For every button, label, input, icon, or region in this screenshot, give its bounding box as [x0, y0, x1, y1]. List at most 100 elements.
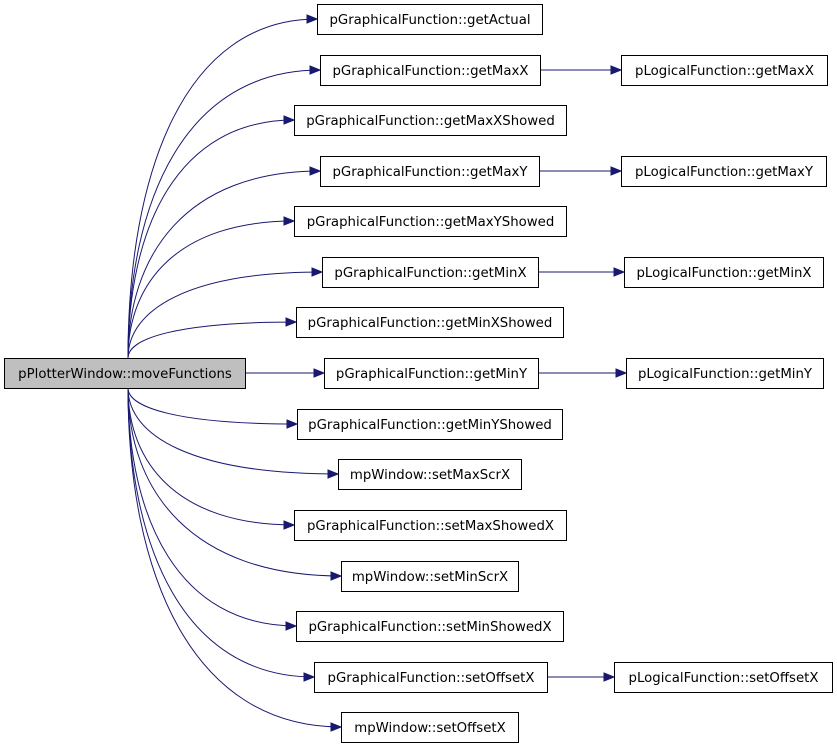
node-label: pLogicalFunction::getMinY [638, 367, 813, 382]
node-box [614, 662, 833, 693]
edge-gf-getmaxy-to-lf-getmaxy [539, 166, 623, 176]
edge-root-to-gf-getminy [245, 368, 326, 378]
node-lf-getmaxy[interactable]: pLogicalFunction::getMaxY [621, 156, 827, 187]
edge-line [127, 271, 323, 359]
node-label: pGraphicalFunction::setOffsetX [328, 671, 535, 686]
node-gf-getminy[interactable]: pGraphicalFunction::getMinY [324, 358, 539, 389]
node-box [4, 358, 246, 389]
edge-line [127, 119, 295, 359]
edge-line [127, 220, 295, 359]
node-gf-getmaxyshowed[interactable]: pGraphicalFunction::getMaxYShowed [294, 206, 567, 237]
edge-gf-setoffsetx-to-lf-setoffsetx [547, 672, 616, 682]
arrowhead-icon [603, 672, 616, 682]
node-gf-getmaxy[interactable]: pGraphicalFunction::getMaxY [320, 156, 540, 187]
arrowhead-icon [286, 419, 299, 429]
node-lf-setoffsetx[interactable]: pLogicalFunction::setOffsetX [614, 662, 833, 693]
node-label: pGraphicalFunction::getMaxX [332, 64, 528, 79]
arrowhead-icon [285, 317, 298, 327]
edge-root-to-gf-setminshowedx [127, 387, 298, 631]
node-box [296, 307, 564, 338]
edge-line [127, 387, 297, 627]
node-box [322, 257, 539, 288]
node-root[interactable]: pPlotterWindow::moveFunctions [4, 358, 246, 389]
arrowhead-icon [613, 267, 626, 277]
edge-line [127, 321, 297, 359]
node-box [341, 561, 519, 592]
node-label: pGraphicalFunction::getMaxY [332, 165, 528, 180]
node-label: pGraphicalFunction::getActual [329, 13, 530, 28]
node-box [294, 105, 567, 136]
node-box [320, 156, 540, 187]
arrowhead-icon [330, 571, 343, 581]
node-box [294, 510, 567, 541]
arrowhead-icon [283, 520, 296, 530]
node-box [626, 358, 824, 389]
node-box [320, 55, 541, 86]
arrowhead-icon [610, 166, 623, 176]
node-mp-setoffsetx[interactable]: mpWindow::setOffsetX [341, 712, 519, 743]
edge-root-to-gf-setmaxshowedx [127, 387, 296, 530]
node-label: mpWindow::setMinScrX [352, 570, 508, 585]
arrowhead-icon [610, 65, 623, 75]
edges-layer [127, 14, 628, 732]
node-gf-getminx[interactable]: pGraphicalFunction::getMinX [322, 257, 539, 288]
node-label: pLogicalFunction::getMaxX [635, 64, 814, 79]
node-gf-setminshowedx[interactable]: pGraphicalFunction::setMinShowedX [296, 611, 564, 642]
node-label: pGraphicalFunction::setMaxShowedX [307, 519, 554, 534]
edge-gf-getminx-to-lf-getminx [538, 267, 626, 277]
arrowhead-icon [283, 115, 296, 125]
node-mp-setmaxscrx[interactable]: mpWindow::setMaxScrX [338, 459, 522, 490]
edge-root-to-gf-setoffsetx [127, 387, 316, 682]
node-box [296, 611, 564, 642]
node-lf-getminx[interactable]: pLogicalFunction::getMinX [624, 257, 824, 288]
node-label: pPlotterWindow::moveFunctions [18, 367, 232, 382]
arrowhead-icon [313, 368, 326, 378]
node-box [341, 712, 519, 743]
node-label: pGraphicalFunction::getMaxYShowed [307, 215, 555, 230]
edge-root-to-gf-getmaxy [127, 166, 322, 359]
node-box [317, 4, 543, 35]
node-gf-getminxshowed[interactable]: pGraphicalFunction::getMinXShowed [296, 307, 564, 338]
node-label: pGraphicalFunction::setMinShowedX [308, 620, 551, 635]
node-label: mpWindow::setMaxScrX [350, 468, 510, 483]
node-box [338, 459, 522, 490]
node-lf-getminy[interactable]: pLogicalFunction::getMinY [626, 358, 824, 389]
edge-root-to-gf-getmaxx [127, 65, 322, 359]
node-gf-getmaxx[interactable]: pGraphicalFunction::getMaxX [320, 55, 541, 86]
node-label: pGraphicalFunction::getMinX [334, 266, 526, 281]
arrowhead-icon [306, 14, 319, 24]
arrowhead-icon [285, 621, 298, 631]
edge-line [127, 387, 298, 425]
node-label: mpWindow::setOffsetX [354, 721, 505, 736]
edge-root-to-gf-getminxshowed [127, 317, 298, 359]
edge-root-to-mp-setminscrx [127, 387, 343, 581]
node-label: pGraphicalFunction::getMinY [336, 367, 528, 382]
node-box [294, 206, 567, 237]
arrowhead-icon [309, 65, 322, 75]
edge-root-to-gf-getactual [127, 14, 319, 359]
edge-gf-getmaxx-to-lf-getmaxx [540, 65, 623, 75]
edge-root-to-mp-setmaxscrx [127, 387, 340, 479]
edge-root-to-gf-getminx [127, 267, 324, 359]
edge-line [127, 387, 342, 577]
node-gf-setoffsetx[interactable]: pGraphicalFunction::setOffsetX [314, 662, 548, 693]
node-gf-getmaxxshowed[interactable]: pGraphicalFunction::getMaxXShowed [294, 105, 567, 136]
node-label: pLogicalFunction::getMinX [636, 266, 811, 281]
edge-root-to-gf-getminyshowed [127, 387, 299, 429]
node-lf-getmaxx[interactable]: pLogicalFunction::getMaxX [621, 55, 828, 86]
node-label: pLogicalFunction::setOffsetX [629, 671, 819, 686]
node-mp-setminscrx[interactable]: mpWindow::setMinScrX [341, 561, 519, 592]
node-label: pGraphicalFunction::getMinYShowed [308, 418, 552, 433]
arrowhead-icon [283, 216, 296, 226]
node-gf-getactual[interactable]: pGraphicalFunction::getActual [317, 4, 543, 35]
node-box [314, 662, 548, 693]
node-box [621, 156, 827, 187]
arrowhead-icon [309, 166, 322, 176]
edge-root-to-gf-getmaxxshowed [127, 115, 296, 359]
edge-root-to-mp-setoffsetx [127, 387, 343, 732]
node-label: pGraphicalFunction::getMinXShowed [308, 316, 553, 331]
edge-line [127, 18, 318, 359]
node-gf-setmaxshowedx[interactable]: pGraphicalFunction::setMaxShowedX [294, 510, 567, 541]
node-gf-getminyshowed[interactable]: pGraphicalFunction::getMinYShowed [297, 409, 563, 440]
